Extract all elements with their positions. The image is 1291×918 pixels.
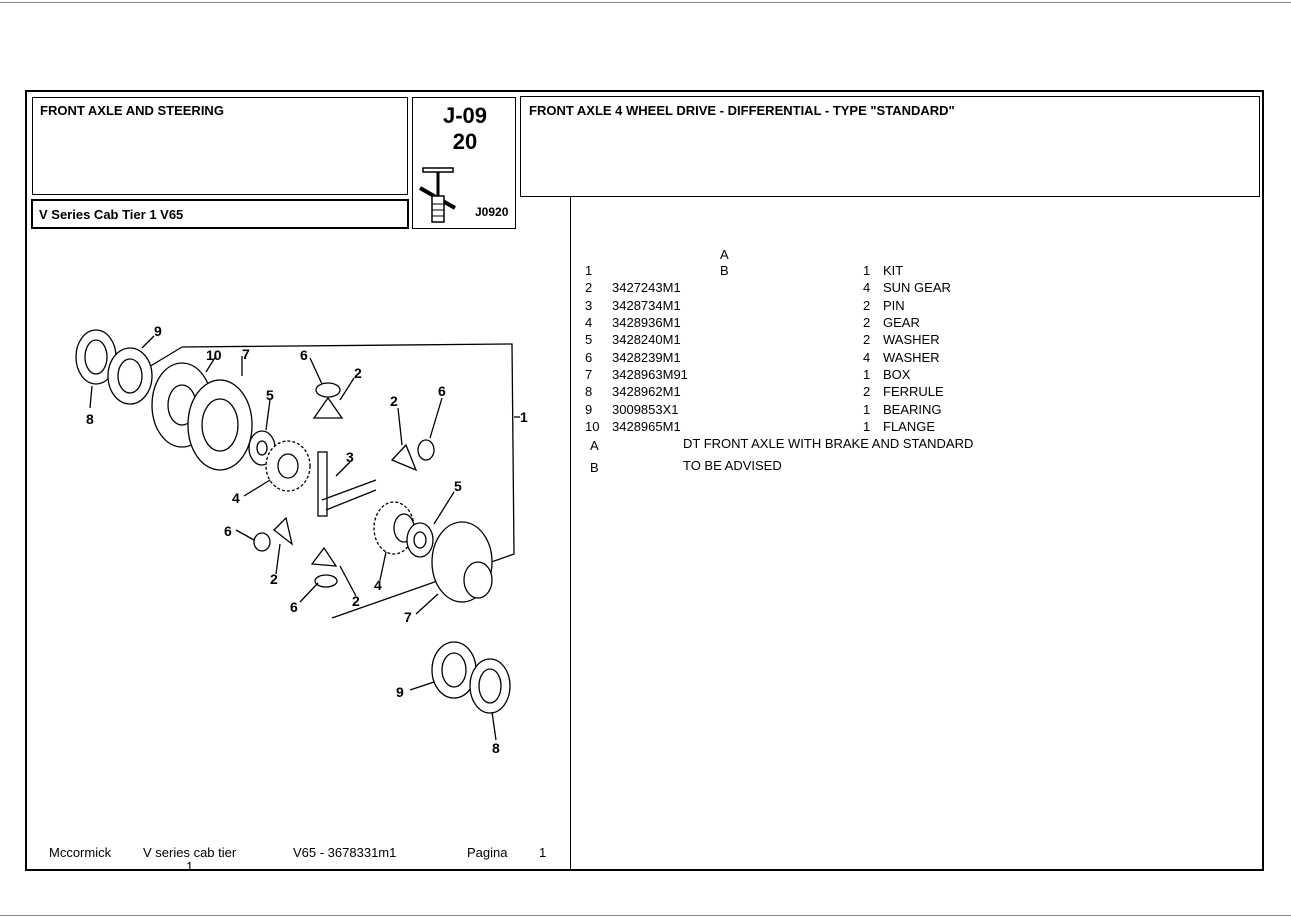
- diagram-code: J0920: [475, 205, 509, 219]
- table-cell-ref: 3: [585, 297, 593, 313]
- table-cell-part-no: 3427243M1: [612, 280, 681, 296]
- diagram-title: FRONT AXLE 4 WHEEL DRIVE - DIFFERENTIAL …: [529, 103, 955, 118]
- table-cell-desc: FLANGE: [883, 419, 936, 435]
- callout-2-right: 2: [390, 393, 398, 409]
- table-cell-part-no: 3009853X1: [612, 401, 679, 417]
- callout-8-bottom: 8: [492, 740, 500, 756]
- table-cell-desc: KIT: [883, 263, 904, 278]
- table-cell-qty: 1: [863, 401, 871, 417]
- table-cell-part-no: 3428734M1: [612, 297, 681, 313]
- footer-series: V series cab tier: [143, 845, 237, 860]
- callout-10: 10: [206, 347, 222, 363]
- table-cell-qty: 4: [863, 349, 871, 365]
- callout-1: 1: [520, 409, 528, 425]
- footer-page-number: 1: [539, 845, 547, 860]
- table-cell-desc: FERRULE: [883, 384, 944, 400]
- callout-6-right: 6: [438, 383, 446, 399]
- group-code: J-09: [442, 103, 488, 128]
- steering-column-icon: [419, 167, 456, 223]
- callout-5-left: 5: [266, 387, 274, 403]
- table-cell-desc: GEAR: [883, 315, 920, 331]
- table-cell-qty: 2: [863, 332, 871, 348]
- table-cell-ref: 8: [585, 384, 593, 400]
- group-number: 20: [452, 129, 478, 154]
- table-cell-part-no: 3428936M1: [612, 315, 681, 331]
- table-cell-part-no: 3428239M1: [612, 349, 681, 365]
- group-code-box: J-09 20 J0920: [412, 97, 516, 229]
- table-cell-ref: 1: [585, 263, 593, 278]
- table-cell-ref: 10: [585, 419, 600, 435]
- footer-model-code: V65 - 3678331m1: [293, 845, 397, 860]
- diagram-callouts: 9 10 7 6 2 8 5 2 6 1 3 4 5 6 2 4 2 6 7 9…: [86, 323, 528, 756]
- section-title: FRONT AXLE AND STEERING: [40, 103, 224, 118]
- table-cell-part-no: 3428965M1: [612, 419, 681, 435]
- callout-7-top: 7: [242, 346, 250, 362]
- section-title-box: FRONT AXLE AND STEERING: [32, 97, 408, 195]
- callout-9-bottom: 9: [396, 684, 404, 700]
- note-key: A: [590, 438, 599, 453]
- callout-2-top: 2: [354, 365, 362, 381]
- callout-4-left: 4: [232, 490, 240, 506]
- table-cell-desc: WASHER: [883, 349, 940, 365]
- table-cell-desc: BEARING: [883, 401, 942, 417]
- callout-4-right: 4: [374, 577, 382, 593]
- note-key: B: [590, 460, 599, 475]
- table-cell-part-no: 3428963M91: [612, 367, 688, 383]
- callout-6-top: 6: [300, 347, 308, 363]
- page-frame: [25, 90, 1264, 871]
- footer-page-label: Pagina: [467, 845, 508, 860]
- callout-9-top: 9: [154, 323, 162, 339]
- table-cell-ref: 7: [585, 367, 593, 383]
- model-label: V Series Cab Tier 1 V65: [39, 207, 184, 222]
- differential-exploded-diagram: 9 10 7 6 2 8 5 2 6 1 3 4 5 6 2 4 2 6 7 9…: [75, 323, 528, 756]
- table-cell-ref: 4: [585, 315, 593, 331]
- callout-6-lower-left: 6: [224, 523, 232, 539]
- table-cell-ref: 5: [585, 332, 593, 348]
- table-cell-qty: 2: [863, 315, 871, 331]
- column-divider: [570, 197, 571, 871]
- table-cell-qty: 2: [863, 297, 871, 313]
- note-text: TO BE ADVISED: [683, 458, 782, 473]
- table-cell-desc: SUN GEAR: [883, 280, 951, 296]
- note-column-header: A: [720, 247, 729, 262]
- footer-brand: Mccormick: [49, 845, 112, 860]
- callout-2-bottom: 2: [352, 593, 360, 609]
- callout-8-top: 8: [86, 411, 94, 427]
- table-cell-qty: 1: [863, 367, 871, 383]
- top-rule: [0, 2, 1291, 3]
- callout-3: 3: [346, 449, 354, 465]
- callout-6-bottom: 6: [290, 599, 298, 615]
- table-cell-ref: 2: [585, 280, 593, 296]
- callout-5-right: 5: [454, 478, 462, 494]
- table-cell-desc: PIN: [883, 297, 905, 313]
- callout-2-lower-left: 2: [270, 571, 278, 587]
- table-cell-qty: 2: [863, 384, 871, 400]
- diagram-title-box: FRONT AXLE 4 WHEEL DRIVE - DIFFERENTIAL …: [520, 96, 1260, 197]
- table-cell-note: B: [720, 263, 729, 278]
- table-cell-part-no: 3428962M1: [612, 384, 681, 400]
- footer-series-tier: 1: [186, 859, 194, 874]
- table-cell-qty: 1: [863, 263, 871, 278]
- table-cell-ref: 9: [585, 401, 593, 417]
- model-box: V Series Cab Tier 1 V65: [31, 199, 409, 229]
- callout-7-bottom: 7: [404, 609, 412, 625]
- table-cell-qty: 4: [863, 280, 871, 296]
- table-cell-ref: 6: [585, 349, 593, 365]
- table-cell-desc: WASHER: [883, 332, 940, 348]
- table-cell-qty: 1: [863, 419, 871, 435]
- table-cell-part-no: 3428240M1: [612, 332, 681, 348]
- table-cell-desc: BOX: [883, 367, 911, 383]
- note-text: DT FRONT AXLE WITH BRAKE AND STANDARD: [683, 436, 974, 451]
- bottom-rule: [0, 915, 1291, 916]
